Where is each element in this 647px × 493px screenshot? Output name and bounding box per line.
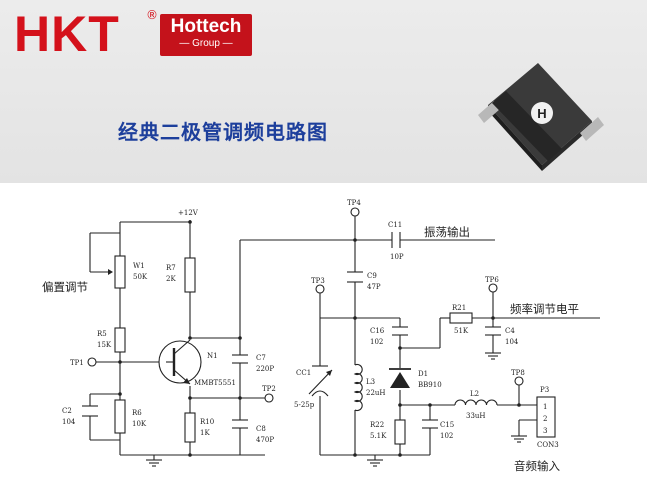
tp4-label: TP4 <box>347 199 361 207</box>
tp1-label: TP1 <box>70 359 84 367</box>
hottech-badge: Hottech — Group — <box>160 14 252 56</box>
r22-resistor <box>394 419 406 445</box>
c8-label: C8 <box>256 425 266 433</box>
test-points <box>87 207 524 403</box>
junction-dots <box>118 220 521 457</box>
c11-capacitor <box>391 232 401 248</box>
c8-value: 470P <box>256 436 274 444</box>
cc1-label: CC1 <box>296 369 311 377</box>
p3-label: P3 <box>540 386 549 394</box>
ground-symbols <box>146 348 527 467</box>
con3-label: CON3 <box>537 441 559 449</box>
frequency-adjust-level-label: 频率调节电平 <box>510 302 579 316</box>
circuit-wires <box>89 216 600 456</box>
c9-capacitor <box>347 271 363 283</box>
c9-label: C9 <box>367 272 377 280</box>
c8-capacitor <box>232 419 248 429</box>
chip-marking: H <box>537 106 546 121</box>
hkt-logo: HKT ® Hottech — Group — <box>14 8 252 60</box>
c16-label: C16 <box>370 327 385 335</box>
r7-value: 2K <box>166 275 176 283</box>
r10-value: 1K <box>200 429 210 437</box>
c4-label: C4 <box>505 327 515 335</box>
fm-circuit-diagram: W1 50K R7 2K R5 15K R6 10K C2 104 N1 MMB… <box>42 199 600 473</box>
n1-transistor <box>158 339 202 385</box>
l3-label: L3 <box>366 378 375 386</box>
diode-chip-image: H <box>478 63 604 171</box>
r10-resistor <box>184 412 196 443</box>
tp3-label: TP3 <box>311 277 325 285</box>
tp2-label: TP2 <box>262 385 276 393</box>
d1-label: D1 <box>418 370 428 378</box>
c4-capacitor <box>485 326 501 336</box>
r10-label: R10 <box>200 418 214 426</box>
w1-label: W1 <box>133 262 145 270</box>
r21-value: 51K <box>454 327 469 335</box>
c7-label: C7 <box>256 354 266 362</box>
l2-value: 33uH <box>466 412 486 420</box>
c11-label: C11 <box>388 221 402 229</box>
l3-inductor <box>353 363 363 412</box>
r21-resistor <box>449 312 473 324</box>
c11-value: 10P <box>390 253 404 261</box>
r7-resistor <box>184 257 196 293</box>
r5-resistor <box>114 327 126 353</box>
p3-pin-1: 1 <box>543 403 547 411</box>
hottech-group: — Group — <box>179 38 233 49</box>
c16-capacitor <box>392 326 408 336</box>
l2-label: L2 <box>470 390 479 398</box>
r6-label: R6 <box>132 409 142 417</box>
c7-value: 220P <box>256 365 274 373</box>
n1-value: MMBT5551 <box>194 379 236 387</box>
page-title: 经典二极管调频电路图 <box>118 120 328 144</box>
r6-value: 10K <box>132 420 147 428</box>
r6-resistor <box>114 399 126 434</box>
d1-value: BB910 <box>418 381 442 389</box>
logo-hkt-text: HKT <box>14 6 120 62</box>
registered-mark: ® <box>146 8 158 22</box>
n1-label: N1 <box>207 352 218 360</box>
c7-capacitor <box>232 354 248 364</box>
r5-label: R5 <box>97 330 107 338</box>
w1-potentiometer <box>108 255 126 289</box>
cc1-trimmer-capacitor <box>308 365 333 397</box>
p3-pin-3: 3 <box>543 427 547 435</box>
c2-capacitor <box>82 405 98 417</box>
r7-label: R7 <box>166 264 176 272</box>
cc1-value: 5-25p <box>294 401 315 409</box>
audio-input-label: 音频输入 <box>514 459 560 473</box>
r22-label: R22 <box>370 421 384 429</box>
w1-value: 50K <box>133 273 148 281</box>
c9-value: 47P <box>367 283 381 291</box>
r5-value: 15K <box>97 341 112 349</box>
l3-value: 22uH <box>366 389 386 397</box>
p3-connector <box>536 396 556 438</box>
hottech-name: Hottech <box>170 16 242 37</box>
c2-value: 104 <box>62 418 76 426</box>
tp8-label: TP8 <box>511 369 525 377</box>
c2-label: C2 <box>62 407 72 415</box>
tp6-label: TP6 <box>485 276 499 284</box>
c16-value: 102 <box>370 338 383 346</box>
c15-value: 102 <box>440 432 453 440</box>
oscillation-output-label: 振荡输出 <box>424 225 470 239</box>
r22-value: 5.1K <box>370 432 387 440</box>
r21-label: R21 <box>452 304 466 312</box>
supply-label: +12V <box>178 209 199 217</box>
c4-value: 104 <box>505 338 519 346</box>
p3-pin-2: 2 <box>543 415 547 423</box>
bias-adjust-label: 偏置调节 <box>42 280 88 294</box>
c15-capacitor <box>422 419 438 429</box>
c15-label: C15 <box>440 421 454 429</box>
d1-varactor-diode <box>389 368 411 388</box>
l2-inductor <box>454 399 498 406</box>
